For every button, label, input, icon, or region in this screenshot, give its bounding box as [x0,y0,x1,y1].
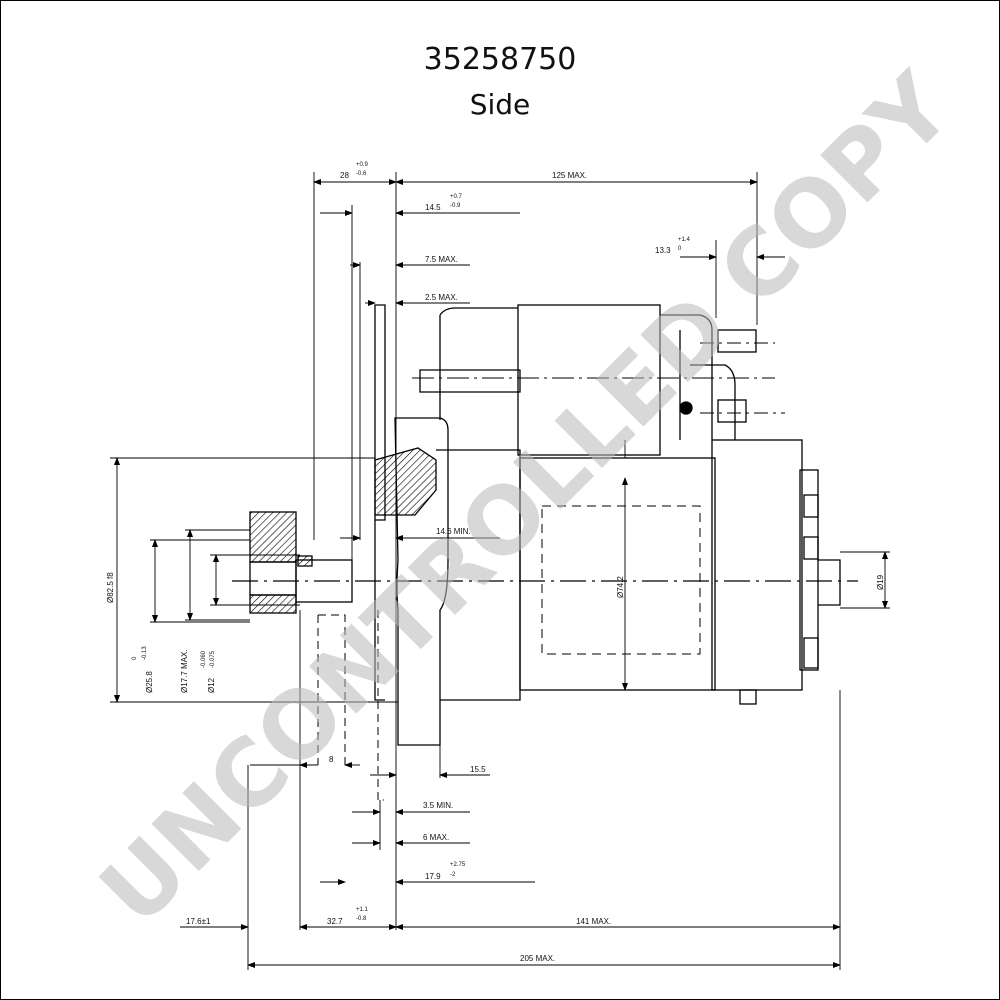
dim-14-5-minus: -0.9 [450,203,461,209]
pinion-body [249,561,297,596]
dim-205: 205 MAX. [520,954,555,963]
dim-25-8-plus: 0 [132,656,138,660]
dim-28-plus: +0.9 [356,162,369,168]
dim-125: 125 MAX. [552,171,587,180]
intermediate-housing [436,449,521,701]
dim-15-5: 15.5 [470,765,486,774]
flange-lower [374,520,385,701]
brush-window [541,505,701,655]
through-bolt-mid [803,536,819,560]
dim-82-5: Ø82.5 f8 [106,572,115,603]
dim-12: Ø12 [207,677,216,693]
dim-8: 8 [329,755,334,764]
pinion-gear-top [249,511,297,563]
solenoid [517,304,661,456]
hidden-shaft-outline [317,614,346,765]
through-bolt-bottom [803,637,819,669]
dim-17-9-plus: +2.75 [450,862,466,868]
dim-28: 28 [340,171,349,180]
nose-section [374,447,437,516]
dim-17-9-minus: -2 [450,872,456,878]
dim-141: 141 MAX. [576,917,611,926]
dim-2-5: 2.5 MAX. [425,293,458,302]
dim-13-3-plus: +1.4 [678,237,691,243]
end-cover [799,469,819,671]
terminal-bolt [679,401,693,415]
part-number: 35258750 [423,42,577,77]
dim-12-minus: -0.075 [210,650,216,668]
solenoid-lever [419,369,521,393]
view-label: Side [469,88,531,121]
dim-32-7-plus: +1.1 [356,907,369,913]
dim-74-2: Ø74.2 [616,576,625,598]
dim-32-7-minus: -0.8 [356,916,367,922]
pinion-gear-bottom [249,594,297,614]
dim-25-8-minus: -0.13 [142,646,148,660]
through-bolt-top [803,494,819,518]
dim-17-6: 17.6±1 [186,917,211,926]
dim-17-7: Ø17.7 MAX. [180,649,189,693]
dim-28-minus: -0.6 [356,171,367,177]
starter-outline [249,304,841,801]
dim-14-6: 14.6 MIN. [436,527,471,536]
terminal-stud [717,329,757,353]
dim-3-5: 3.5 MIN. [423,801,453,810]
dim-17-9: 17.9 [425,872,441,881]
watermark: UNCONTROLLED COPY [80,53,973,946]
dim-14-5-plus: +0.7 [450,194,463,200]
motor-housing-rear [711,439,803,691]
dim-7-5: 7.5 MAX. [425,255,458,264]
dim-19: Ø19 [876,574,885,590]
dim-6: 6 MAX. [423,833,449,842]
terminal-bracket [690,364,736,440]
hidden-flange-outline [377,610,384,801]
mounting-flange [374,304,386,521]
dim-14-5: 14.5 [425,203,441,212]
shaft-retainer [297,555,313,567]
dim-25-8: Ø25.8 [145,671,154,693]
terminal-nut [717,399,747,423]
dim-12-plus: -0.060 [201,650,207,668]
drive-end-housing [394,417,449,746]
dim-13-3: 13.3 [655,246,671,255]
dim-13-3-minus: 0 [678,246,682,252]
dimension-lines [114,179,888,968]
dim-32-7: 32.7 [327,917,343,926]
dimension-labels: 28 +0.9 -0.6 125 MAX. 14.5 +0.7 -0.9 13.… [106,162,885,963]
solenoid-front [439,307,518,420]
rear-bearing-boss [818,559,841,606]
bottom-tab [739,689,757,705]
solenoid-rear-cap [660,314,713,440]
